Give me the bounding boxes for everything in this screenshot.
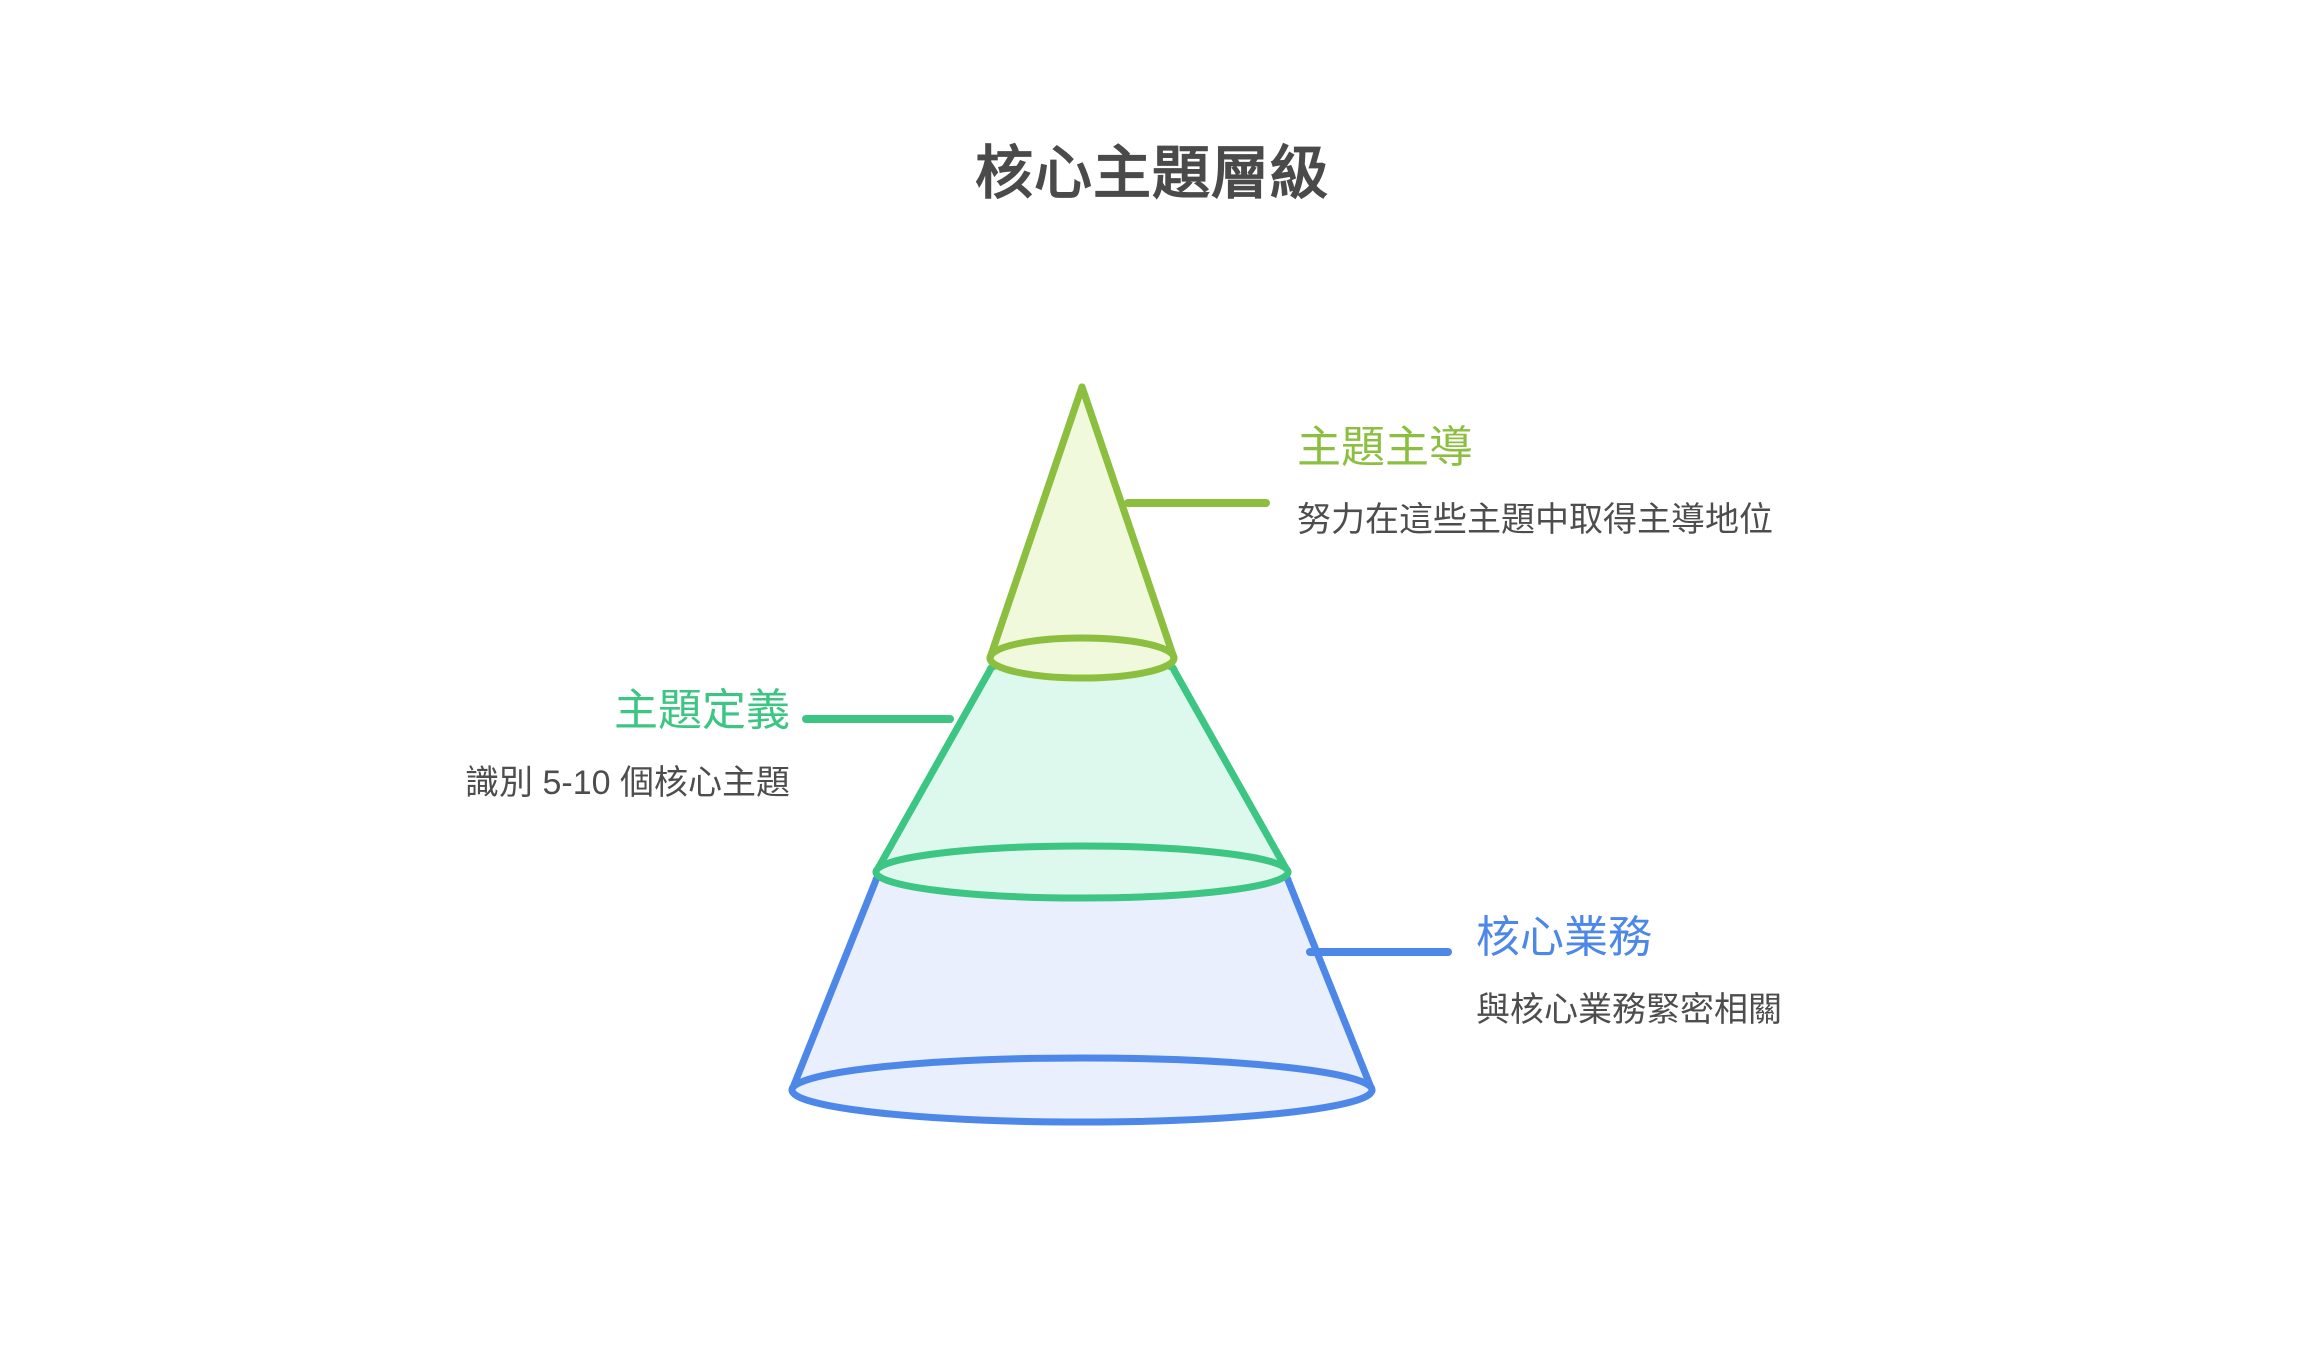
level-label-top[interactable]: 主題主導 努力在這些主題中取得主導地位 xyxy=(1297,423,1897,545)
cone-top-right-edge xyxy=(1078,383,1178,662)
level-description-top: 努力在這些主題中取得主導地位 xyxy=(1297,500,1773,539)
level-title-middle: 主題定義 xyxy=(614,686,790,735)
level-title-bottom: 核心業務 xyxy=(1476,913,1652,962)
cone-top-base-ellipse xyxy=(986,634,1178,682)
cone-segment-bottom[interactable] xyxy=(788,860,1376,1126)
cone-middle-base-ellipse xyxy=(872,842,1292,902)
cone-segment-middle[interactable] xyxy=(872,654,1292,902)
cone-bottom-base-ellipse xyxy=(788,1054,1376,1126)
level-description-middle: 識別 5-10 個核心主題 xyxy=(465,763,790,802)
level-description-bottom: 與核心業務緊密相關 xyxy=(1476,990,1782,1029)
cone-segment-top[interactable] xyxy=(986,383,1178,682)
level-label-bottom[interactable]: 核心業務 與核心業務緊密相關 xyxy=(1476,913,2096,1035)
cone-top-body xyxy=(986,383,1178,677)
cone-top-left-edge xyxy=(986,383,1086,662)
page-title: 核心主題層級 xyxy=(974,141,1329,206)
level-title-top: 主題主導 xyxy=(1297,423,1473,472)
level-label-middle[interactable]: 主題定義 識別 5-10 個核心主題 xyxy=(190,686,790,808)
